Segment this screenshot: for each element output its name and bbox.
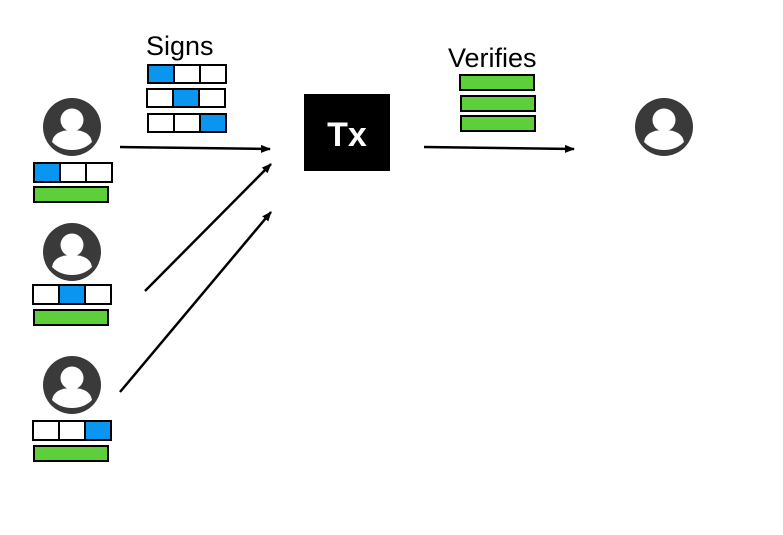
key-cell: [85, 162, 113, 183]
arrow-icon: [144, 163, 272, 292]
sig-cell: [199, 64, 227, 84]
key-cell: [32, 420, 60, 441]
signature-stack: [146, 64, 227, 133]
sig-cell: [199, 113, 227, 133]
sig-cell: [172, 88, 200, 108]
key-cell: [84, 420, 112, 441]
verify-stack: [459, 74, 536, 132]
verify-key-bar: [33, 445, 109, 462]
transaction-label: Tx: [327, 116, 367, 154]
key-cell: [59, 162, 87, 183]
user-icon: [43, 223, 101, 281]
sig-cell: [146, 88, 174, 108]
sig-cell: [147, 113, 175, 133]
verify-key-bar: [33, 186, 109, 203]
transaction-box: Tx: [304, 94, 390, 171]
verify-key-bar: [33, 309, 109, 326]
user-icon: [635, 98, 693, 156]
arrow-icon: [119, 144, 271, 153]
sig-cell: [173, 64, 201, 84]
signer-2: [32, 223, 112, 326]
key-cell: [33, 162, 61, 183]
key-cell: [32, 284, 60, 305]
signer-1: [33, 98, 113, 203]
verify-bar: [460, 115, 536, 132]
signs-label: Signs: [146, 31, 214, 61]
signature-row-2: [146, 88, 226, 108]
signature-row-3: [147, 113, 227, 133]
verifier: [635, 98, 693, 156]
arrow-icon: [423, 144, 575, 153]
user-icon: [43, 98, 101, 156]
key-cell: [84, 284, 112, 305]
signature-row-1: [147, 64, 227, 84]
sig-cell: [198, 88, 226, 108]
key-cell: [58, 420, 86, 441]
verifies-label: Verifies: [448, 43, 537, 73]
verify-bar: [459, 74, 535, 91]
user-icon: [43, 356, 101, 414]
signer-3: [32, 356, 112, 462]
sig-cell: [147, 64, 175, 84]
verify-bar: [460, 95, 536, 112]
arrow-icon: [119, 211, 272, 393]
sig-cell: [173, 113, 201, 133]
key-cell: [58, 284, 86, 305]
